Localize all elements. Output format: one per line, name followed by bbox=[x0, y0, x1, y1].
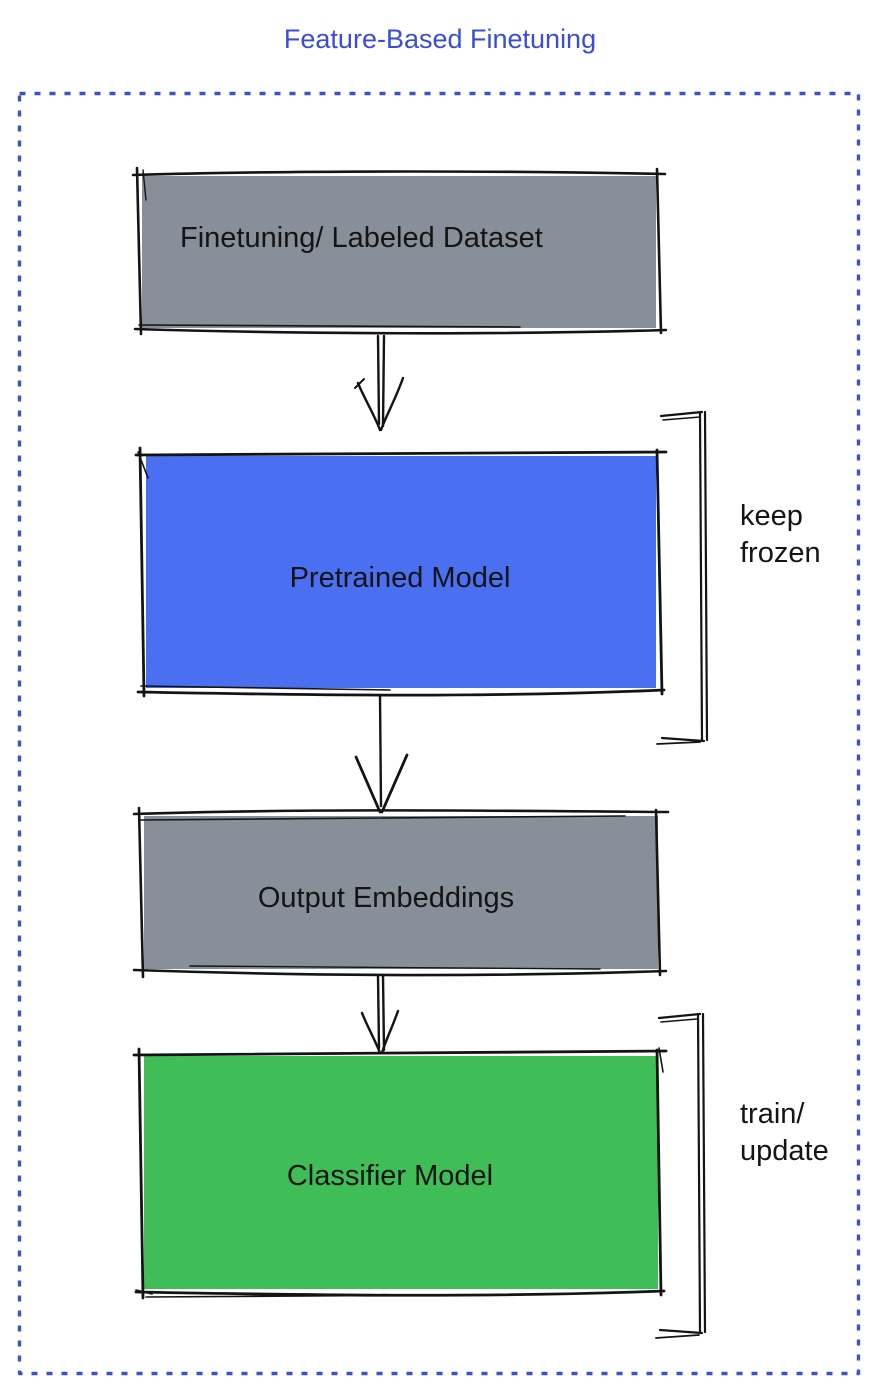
node-label-pretrained-model: Pretrained Model bbox=[289, 562, 511, 594]
node-label-classifier-model: Classifier Model bbox=[286, 1160, 494, 1192]
annotation-keep-frozen: keep frozen bbox=[740, 500, 821, 569]
arrow-embeddings-to-classifier bbox=[360, 974, 400, 1055]
bracket-train-update bbox=[655, 1012, 707, 1339]
arrow-pretrained-to-embeddings bbox=[354, 693, 409, 814]
bracket-keep-frozen bbox=[656, 410, 709, 745]
node-pretrained-model bbox=[134, 446, 668, 698]
node-finetuning-dataset bbox=[131, 166, 668, 336]
annotation-train-update: train/ update bbox=[740, 1098, 829, 1167]
arrow-dataset-to-pretrained bbox=[354, 334, 405, 432]
node-label-finetuning-dataset: Finetuning/ Labeled Dataset bbox=[180, 222, 543, 254]
diagram-title: Feature-Based Finetuning bbox=[283, 24, 597, 54]
node-classifier-model bbox=[132, 1047, 668, 1300]
node-label-output-embeddings: Output Embeddings bbox=[257, 882, 515, 914]
dashed-frame bbox=[17, 91, 861, 1376]
